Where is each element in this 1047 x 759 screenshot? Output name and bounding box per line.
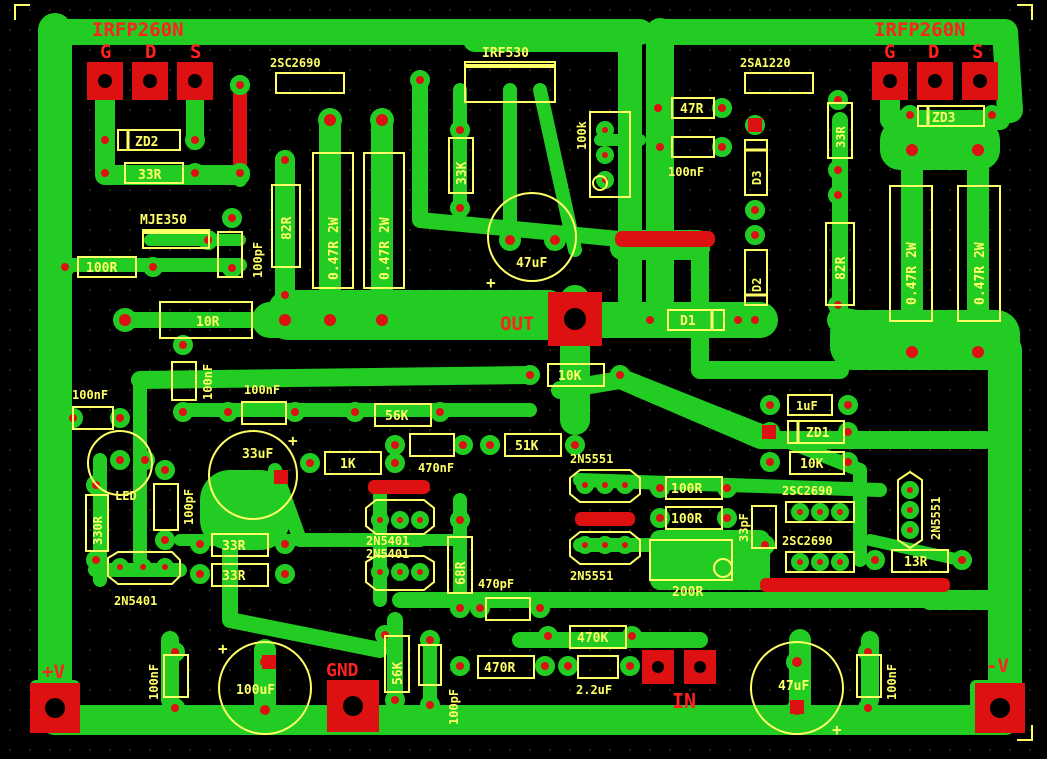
label-47uf-mid: 47uF <box>516 256 547 271</box>
label-mje350: MJE350 <box>140 213 187 228</box>
label-2sc2690-b: 2SC2690 <box>782 534 833 548</box>
label-d3: D3 <box>750 171 764 185</box>
label-51k: 51K <box>515 439 539 454</box>
label-d-right: D <box>928 41 939 63</box>
jumper-3 <box>368 480 430 494</box>
label-330r: 330R <box>91 515 105 545</box>
label-zd1: ZD1 <box>806 426 830 441</box>
label-470nf: 470nF <box>418 461 454 475</box>
label-100nf-mid: 100nF <box>244 383 280 397</box>
label-2sc2690-a: 2SC2690 <box>782 484 833 498</box>
label-47uf-b: 47uF <box>778 679 809 694</box>
label-10k-b: 10K <box>800 457 824 472</box>
label-zd3: ZD3 <box>932 111 955 126</box>
label-100uf: 100uF <box>236 683 275 698</box>
label-470pf: 470pF <box>478 577 514 591</box>
silkscreen-text: IRFP260N G D S IRFP260N G D S OUT GND IN… <box>42 19 1009 739</box>
polarity-47uf-b: + <box>832 720 842 739</box>
polarity-33uf: + <box>288 431 298 450</box>
label-2n5401-b: 2N5401 <box>366 547 409 561</box>
label-047-c: 0.47R 2W <box>905 242 920 305</box>
label-33pf: 33pF <box>737 513 751 542</box>
label-100nf-right-bottom: 100nF <box>885 664 899 700</box>
label-irf530: IRF530 <box>482 46 529 61</box>
label-100nf-left: 100nF <box>72 388 108 402</box>
label-d1: D1 <box>680 314 696 329</box>
label-2n5551-r: 2N5551 <box>929 497 943 540</box>
silkscreen-outlines <box>14 4 1033 741</box>
label-100r: 100R <box>86 261 117 276</box>
label-68r: 68R <box>454 561 469 585</box>
label-470k: 470K <box>577 631 608 646</box>
label-100nf-vert: 100nF <box>201 364 215 400</box>
small-pads <box>55 70 1002 721</box>
polarity-47uf-mid: + <box>486 273 496 292</box>
jumper-4 <box>575 512 635 526</box>
trace-right-top <box>647 19 1023 123</box>
jumper-5 <box>760 578 950 592</box>
label-047-b: 0.47R 2W <box>378 217 393 280</box>
label-plus-v: +V <box>42 661 65 683</box>
label-33r-a: 33R <box>222 539 246 554</box>
label-100nf-top: 100nF <box>668 165 704 179</box>
label-10r: 10R <box>196 315 220 330</box>
polarity-100uf: + <box>218 639 228 658</box>
label-200r: 200R <box>672 585 703 600</box>
label-100pf-a: 100pF <box>182 489 196 525</box>
label-led: LED <box>115 489 137 503</box>
label-33uf: 33uF <box>242 447 273 462</box>
label-irfp-right: IRFP260N <box>874 19 966 41</box>
label-33r-left: 33R <box>138 168 162 183</box>
label-zd2: ZD2 <box>135 135 158 150</box>
label-2n5551-a: 2N5551 <box>570 452 613 466</box>
label-1k: 1K <box>340 457 356 472</box>
label-33k: 33K <box>455 161 470 185</box>
label-s-left: S <box>190 41 201 63</box>
label-g-left: G <box>100 41 111 63</box>
label-irfp-left: IRFP260N <box>92 19 184 41</box>
label-100pf-top: 100pF <box>251 242 265 278</box>
label-100r-b: 100R <box>671 512 702 527</box>
label-100pf-b: 100pF <box>447 689 461 725</box>
label-047-a: 0.47R 2W <box>327 217 342 280</box>
label-2sc2690-top: 2SC2690 <box>270 56 321 70</box>
pad-holes <box>45 74 1010 718</box>
label-82r-right: 82R <box>834 256 849 280</box>
label-d2: D2 <box>750 278 764 292</box>
label-minus-v: -V <box>986 655 1009 677</box>
label-2n5401-a: 2N5401 <box>366 534 409 548</box>
label-10k-a: 10K <box>558 369 582 384</box>
jumper-1 <box>233 75 247 180</box>
label-047-d: 0.47R 2W <box>973 242 988 305</box>
label-1uf: 1uF <box>796 399 818 413</box>
trace-top-mid <box>463 28 642 312</box>
label-2sa1220: 2SA1220 <box>740 56 791 70</box>
label-56k-b: 56K <box>391 661 406 685</box>
label-56k: 56K <box>385 409 409 424</box>
label-100k: 100k <box>575 120 589 150</box>
label-2u2: 2.2uF <box>576 683 612 697</box>
label-33r-right: 33R <box>834 126 848 148</box>
label-s-right: S <box>972 41 983 63</box>
label-47r: 47R <box>680 102 704 117</box>
label-100nf-left-bottom: 100nF <box>147 664 161 700</box>
label-g-right: G <box>884 41 895 63</box>
label-2n5551-b: 2N5551 <box>570 569 613 583</box>
label-2n5401-c: 2N5401 <box>114 594 157 608</box>
jumper-2 <box>615 231 715 247</box>
label-100r-a: 100R <box>671 482 702 497</box>
label-in: IN <box>672 689 696 713</box>
label-82r-left: 82R <box>280 216 295 240</box>
label-470r: 470R <box>484 661 515 676</box>
label-out: OUT <box>500 313 534 335</box>
label-d-left: D <box>145 41 156 63</box>
label-gnd: GND <box>326 660 359 681</box>
label-13r: 13R <box>904 555 928 570</box>
label-33r-b: 33R <box>222 569 246 584</box>
